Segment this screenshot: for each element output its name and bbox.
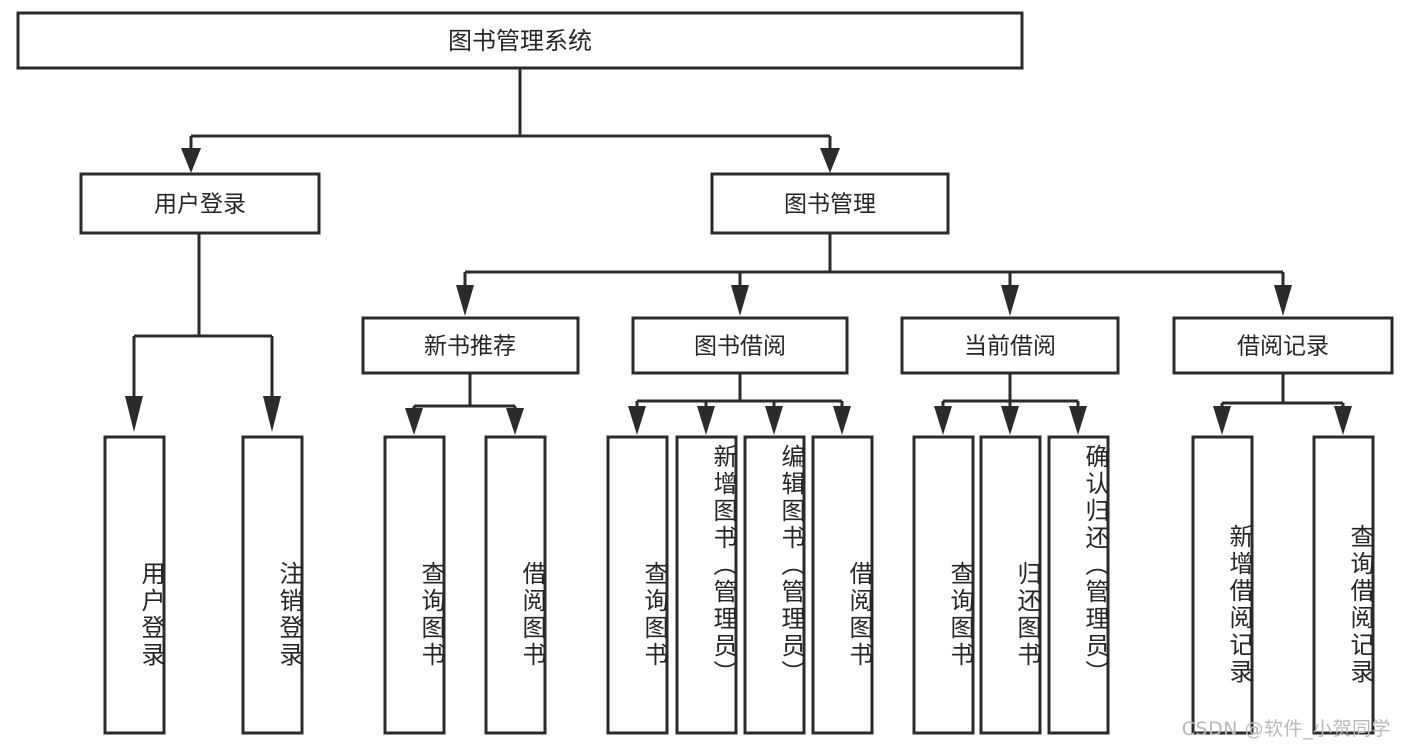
node-book-management[interactable]: 图书管理 [710, 172, 950, 235]
leaf-box-borrow-book-newbook[interactable] [484, 435, 547, 735]
leaf-box-borrow-book[interactable] [811, 435, 874, 735]
leaf-box-add-borrow-record[interactable] [1191, 435, 1254, 735]
leaf-box-edit-book-admin[interactable] [743, 435, 806, 735]
arrow-head-icon [125, 396, 143, 432]
node-user-login-label: 用户登录 [154, 192, 246, 218]
node-root[interactable]: 图书管理系统 [16, 11, 1024, 70]
node-book-borrow[interactable]: 图书借阅 [631, 316, 849, 375]
leaf-box-query-book-current[interactable] [912, 435, 975, 735]
leaf-box-return-book[interactable] [979, 435, 1042, 735]
node-root-box[interactable] [16, 11, 1024, 70]
leaf-box-user-login[interactable] [103, 435, 166, 735]
leaf-box-confirm-return-admin[interactable] [1047, 435, 1110, 735]
node-user-login[interactable]: 用户登录 [79, 172, 321, 235]
leaf-box-add-book-admin[interactable] [675, 435, 738, 735]
node-borrow-record[interactable]: 借阅记录 [1172, 316, 1394, 375]
arrow-head-icon [456, 285, 474, 316]
arrow-head-icon [731, 285, 749, 316]
arrow-head-icon [181, 148, 201, 173]
connector-userlogin-to-leaves [125, 234, 281, 432]
node-current-borrow[interactable]: 当前借阅 [900, 316, 1120, 375]
arrow-head-icon [1069, 406, 1087, 435]
node-root-label: 图书管理系统 [448, 27, 592, 55]
leaf-box-query-borrow-record[interactable] [1312, 435, 1375, 735]
node-current-borrow-label: 当前借阅 [964, 334, 1056, 360]
node-user-login-box[interactable] [79, 172, 321, 235]
arrow-head-icon [934, 406, 952, 435]
node-book-borrow-box[interactable] [631, 316, 849, 375]
connector-currentborrow-to-leaves [934, 374, 1087, 435]
node-new-book-recommend-box[interactable] [361, 316, 580, 375]
arrow-head-icon [1213, 406, 1231, 435]
arrow-head-icon [697, 406, 715, 435]
arrow-head-icon [628, 406, 646, 435]
arrow-head-icon [1334, 406, 1352, 435]
node-book-management-label: 图书管理 [784, 192, 876, 218]
arrow-head-icon [1001, 406, 1019, 435]
node-book-management-box[interactable] [710, 172, 950, 235]
arrow-head-icon [833, 406, 851, 435]
arrow-head-icon [1001, 285, 1019, 316]
leaf-box-query-book-newbook[interactable] [383, 435, 446, 735]
node-new-book-recommend-label: 新书推荐 [424, 334, 516, 360]
arrow-head-icon [405, 408, 423, 435]
arrow-head-icon [820, 148, 840, 173]
connector-borrowrecord-to-leaves [1213, 374, 1352, 435]
node-borrow-record-box[interactable] [1172, 316, 1394, 375]
leaf-box-logout[interactable] [241, 435, 304, 735]
connector-bookborrow-to-leaves [628, 374, 851, 435]
node-borrow-record-label: 借阅记录 [1237, 334, 1329, 360]
node-new-book-recommend[interactable]: 新书推荐 [361, 316, 580, 375]
node-current-borrow-box[interactable] [900, 316, 1120, 375]
arrow-head-icon [765, 406, 783, 435]
arrow-head-icon [1274, 285, 1292, 316]
connector-root-to-level2 [181, 69, 840, 173]
arrow-head-icon [506, 408, 524, 435]
node-book-borrow-label: 图书借阅 [694, 334, 786, 360]
csdn-watermark: CSDN @软件_小贺同学 [1181, 718, 1391, 740]
connector-newbook-to-leaves [405, 374, 524, 435]
leaf-box-query-book-borrow[interactable] [606, 435, 669, 735]
connector-bookmgmt-to-level3 [456, 234, 1292, 316]
arrow-head-icon [263, 396, 281, 432]
